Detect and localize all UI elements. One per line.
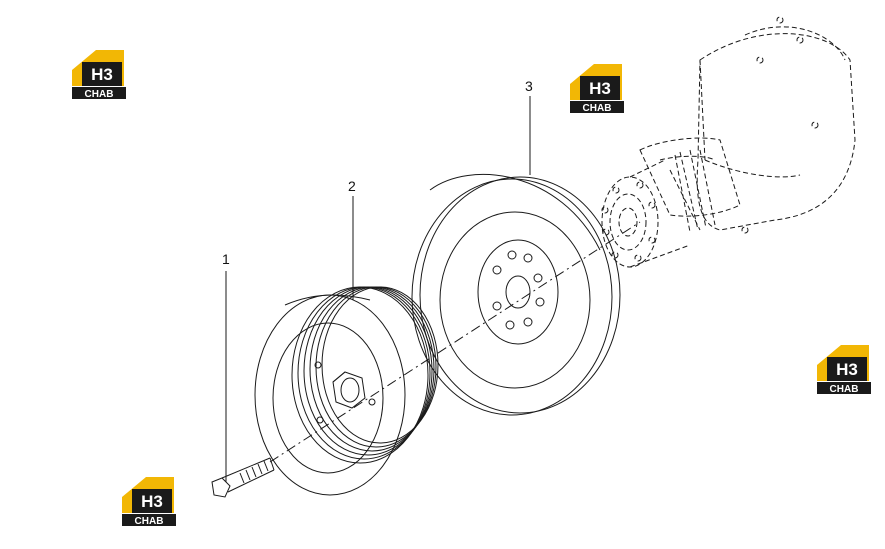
svg-text:CHAB: CHAB [583,103,612,114]
crankshaft [601,16,856,268]
svg-text:H3: H3 [836,360,858,379]
watermark-logo: H3 CHAB [570,64,624,114]
callout-2: 2 [348,178,356,194]
svg-text:H3: H3 [141,492,163,511]
bolt [211,457,275,498]
svg-text:CHAB: CHAB [85,89,114,100]
watermark-logo: H3 CHAB [122,477,176,527]
vibration-damper [411,174,621,416]
svg-text:CHAB: CHAB [830,384,859,395]
svg-text:CHAB: CHAB [135,516,164,527]
callout-3: 3 [525,78,533,94]
svg-text:H3: H3 [589,79,611,98]
svg-text:H3: H3 [91,65,113,84]
assembly-axis [269,221,641,463]
watermark-logo: H3 CHAB [72,50,126,100]
belt-pulley [254,286,439,496]
watermark-logo: H3 CHAB [817,345,871,395]
callout-1: 1 [222,251,230,267]
